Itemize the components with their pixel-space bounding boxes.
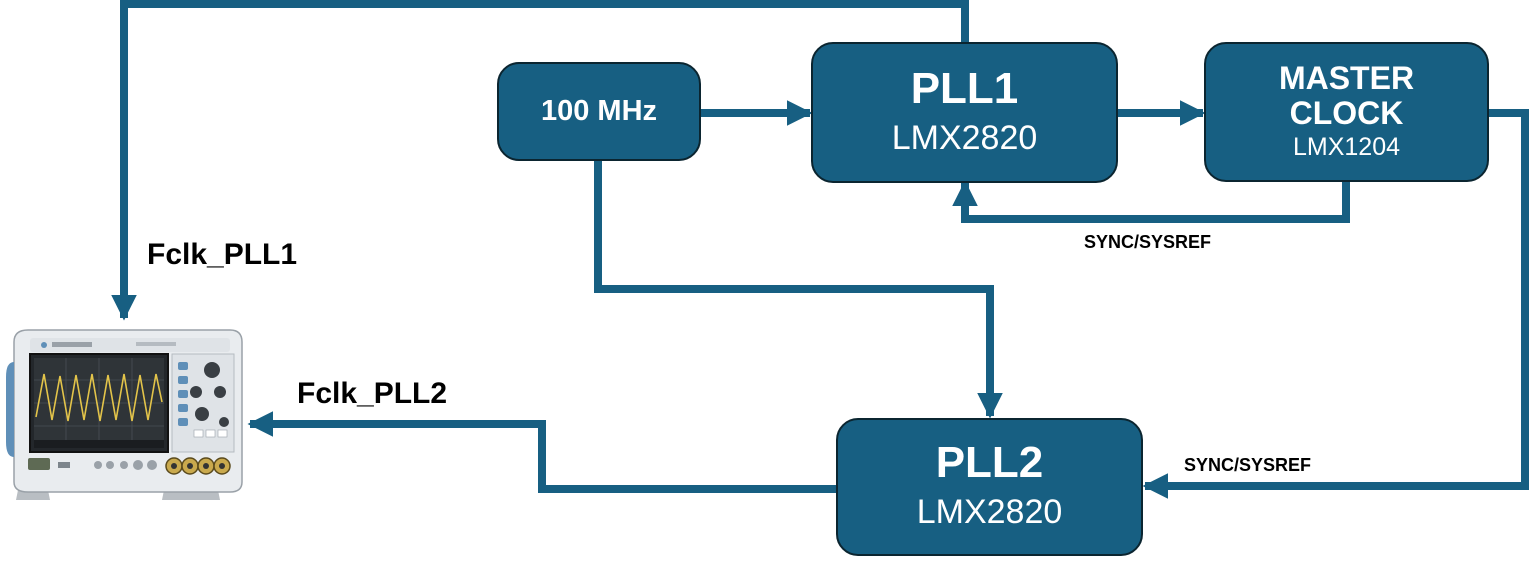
ref-clock-label: 100 MHz: [540, 95, 658, 127]
master-clock-title-line2: CLOCK: [1289, 95, 1404, 132]
pll1-part: LMX2820: [891, 118, 1038, 157]
oscilloscope-icon: [6, 322, 246, 507]
wire-fclk-pll2: [247, 411, 836, 493]
wire-sync-to-pll2: [1142, 109, 1529, 499]
pll1-block: PLL1 LMX2820: [811, 42, 1118, 183]
master-clock-title-line1: MASTER: [1278, 60, 1415, 97]
fclk-pll1-label: Fclk_PLL1: [147, 238, 298, 271]
sync-sysref-label-pll1: SYNC/SYSREF: [1084, 232, 1212, 252]
pll1-title: PLL1: [910, 63, 1019, 113]
master-clock-block: MASTER CLOCK LMX1204: [1204, 42, 1489, 182]
wire-fclk-pll1: [111, 0, 969, 321]
wire-sync-to-pll1: [952, 180, 1350, 223]
fclk-pll2-label: Fclk_PLL2: [297, 377, 448, 410]
pll2-part: LMX2820: [916, 493, 1063, 532]
master-clock-part: LMX1204: [1292, 133, 1401, 162]
sync-sysref-label-pll2: SYNC/SYSREF: [1184, 455, 1312, 475]
pll2-title: PLL2: [935, 438, 1044, 488]
wire-ref-to-pll2: [594, 161, 1003, 419]
pll2-block: PLL2 LMX2820: [836, 418, 1143, 556]
ref-clock-block: 100 MHz: [497, 62, 701, 161]
